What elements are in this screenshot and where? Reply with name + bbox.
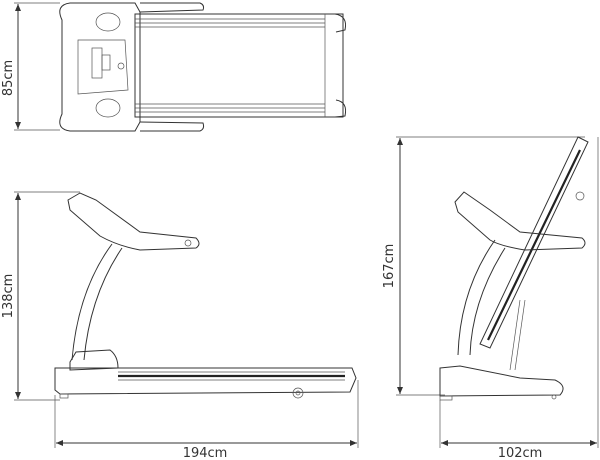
folded-view: 167cm 102cm (382, 136, 599, 460)
length-label: 194cm (183, 446, 228, 460)
folded-height-label: 167cm (382, 244, 397, 289)
folded-length-label: 102cm (498, 446, 543, 460)
side-view: 138cm 194cm (1, 191, 359, 460)
width-label: 85cm (1, 60, 16, 96)
top-view: 85cm (1, 2, 347, 132)
height-label: 138cm (1, 274, 16, 319)
